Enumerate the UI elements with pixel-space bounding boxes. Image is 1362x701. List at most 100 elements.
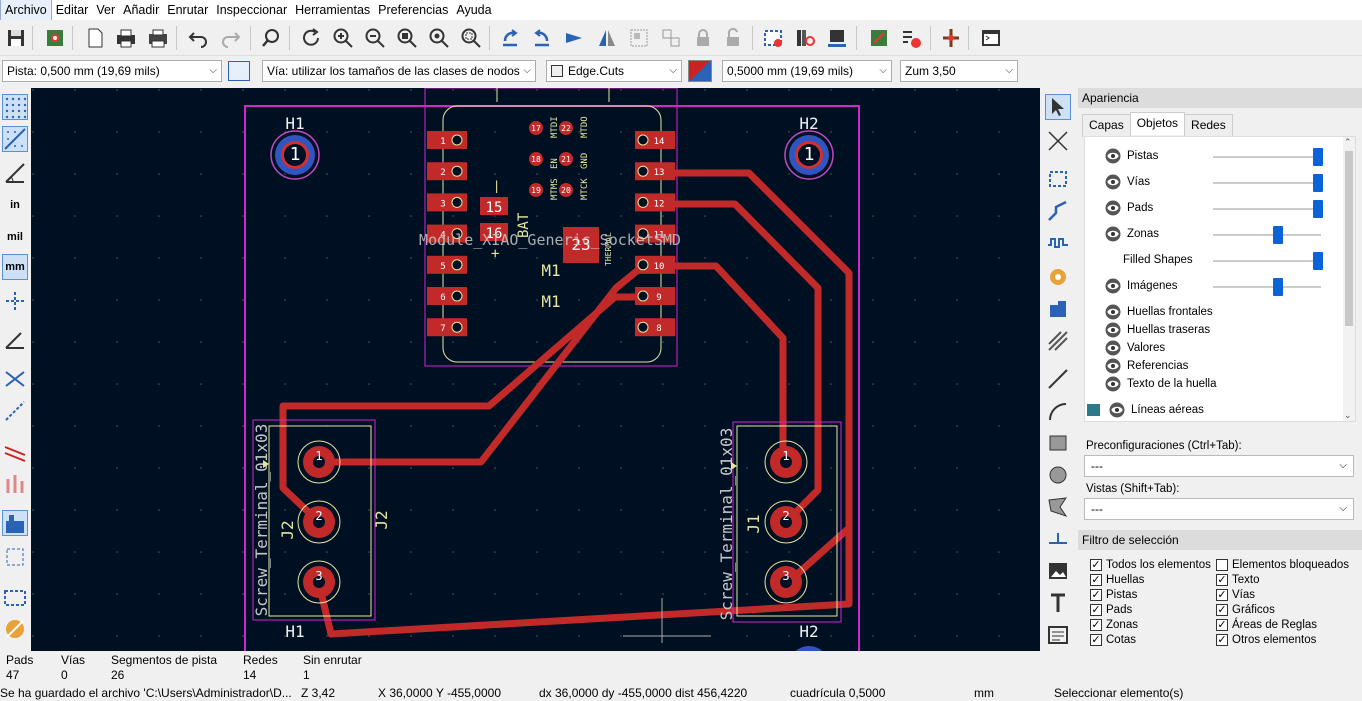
eye-icon[interactable]	[1105, 304, 1121, 320]
opacity-slider[interactable]	[1213, 252, 1323, 270]
route-track-icon[interactable]	[1045, 198, 1071, 224]
measure-tool-icon[interactable]	[2, 616, 28, 642]
add-image-icon[interactable]	[1045, 558, 1071, 584]
find-icon[interactable]	[258, 25, 284, 51]
filter-checkbox[interactable]: Elementos bloqueados	[1216, 557, 1349, 572]
terminal-pad[interactable]: 2	[297, 500, 341, 544]
zoom-selection-icon[interactable]	[458, 25, 484, 51]
auto-track-width-icon[interactable]	[228, 61, 250, 81]
local-ratsnest-icon[interactable]	[1045, 128, 1071, 154]
object-row[interactable]: Líneas aéreas	[1087, 401, 1204, 419]
rotate-ccw-icon[interactable]	[497, 25, 523, 51]
units-mil-icon[interactable]: mil	[7, 231, 23, 243]
object-row[interactable]: Texto de la huella	[1105, 375, 1217, 393]
high-contrast-icon[interactable]	[2, 510, 28, 536]
unlock-icon[interactable]	[720, 25, 746, 51]
lock-icon[interactable]	[690, 25, 716, 51]
menu-editar[interactable]: Editar	[55, 3, 89, 17]
add-text-icon[interactable]	[1045, 590, 1071, 616]
console-icon[interactable]	[978, 25, 1004, 51]
add-zone-icon[interactable]	[1045, 296, 1071, 322]
print-icon[interactable]	[113, 25, 139, 51]
mounting-hole-h2[interactable]	[784, 130, 834, 180]
pcb-tracks[interactable]	[279, 169, 853, 638]
ratsnest-icon[interactable]	[2, 366, 28, 392]
redo-icon[interactable]	[218, 25, 244, 51]
object-row[interactable]: Filled Shapes	[1123, 251, 1193, 269]
draw-line-icon[interactable]	[1045, 366, 1071, 392]
page-settings-icon[interactable]	[82, 25, 108, 51]
zoom-fit-icon[interactable]	[394, 25, 420, 51]
eye-icon[interactable]	[1105, 340, 1121, 356]
eye-icon[interactable]	[1105, 200, 1121, 216]
object-row[interactable]: Pads	[1105, 199, 1153, 217]
opacity-slider[interactable]	[1213, 226, 1321, 244]
units-inch-icon[interactable]: in	[10, 199, 20, 211]
add-textbox-icon[interactable]	[1045, 622, 1071, 648]
menu-preferencias[interactable]: Preferencias	[378, 3, 449, 17]
object-row[interactable]: Huellas traseras	[1105, 321, 1210, 339]
module-pad-right[interactable]: 13	[635, 162, 675, 181]
layers-manager-icon[interactable]	[2, 584, 28, 610]
filter-checkbox[interactable]: ✓Texto	[1216, 573, 1260, 586]
add-footprint-icon[interactable]	[1045, 166, 1071, 192]
module-pad-right[interactable]: 8	[635, 318, 675, 337]
module-pad-right[interactable]: 11	[635, 224, 675, 243]
object-row[interactable]: Pistas	[1105, 147, 1158, 165]
tune-length-icon[interactable]	[1045, 230, 1071, 256]
eye-icon[interactable]	[1105, 148, 1121, 164]
opacity-slider[interactable]	[1213, 174, 1323, 192]
filter-checkbox[interactable]: ✓Cotas	[1090, 633, 1137, 646]
board-setup-icon[interactable]	[42, 25, 68, 51]
flip-icon[interactable]	[561, 25, 587, 51]
mirror-icon[interactable]	[594, 25, 620, 51]
select-tool-icon[interactable]	[1045, 94, 1071, 120]
via-size-select[interactable]: Vía: utilizar los tamaños de las clases …	[262, 60, 536, 82]
draw-polygon-icon[interactable]	[1045, 494, 1071, 520]
layer-select[interactable]: Edge.Cuts⌵	[546, 60, 682, 82]
track-width-select[interactable]: Pista: 0,500 mm (19,69 mils)⌵	[2, 60, 222, 82]
filter-checkbox[interactable]: ✓Zonas	[1090, 618, 1138, 631]
pad-15[interactable]	[480, 197, 508, 215]
schematic-icon[interactable]	[866, 25, 892, 51]
module-pad-right[interactable]: 9	[635, 287, 675, 305]
eye-icon[interactable]	[1087, 402, 1103, 418]
eye-icon[interactable]	[1105, 226, 1121, 242]
object-row[interactable]: Vías	[1105, 173, 1150, 191]
object-row[interactable]: Referencias	[1105, 357, 1188, 375]
eye-icon[interactable]	[1105, 358, 1121, 374]
zoom-select[interactable]: Zum 3,50⌵	[900, 60, 1018, 82]
zoom-in-icon[interactable]	[330, 25, 356, 51]
angle-snap-icon[interactable]	[2, 326, 28, 352]
drc-icon[interactable]	[898, 25, 924, 51]
zoom-objects-icon[interactable]	[426, 25, 452, 51]
filter-checkbox[interactable]: ✓Áreas de Reglas	[1216, 618, 1318, 631]
plot-icon[interactable]	[145, 25, 171, 51]
filter-checkbox[interactable]: ✓Otros elementos	[1216, 633, 1317, 646]
module-pad-left[interactable]: 4	[427, 224, 467, 243]
terminal-pad[interactable]: 3	[297, 560, 341, 604]
pad-23-thermal[interactable]	[563, 227, 599, 263]
terminal-pad[interactable]: 2	[764, 500, 808, 544]
cursor-crosshair-icon[interactable]	[2, 288, 28, 314]
rule-area-icon[interactable]	[1045, 328, 1071, 354]
object-row[interactable]: Zonas	[1105, 225, 1159, 243]
filter-checkbox[interactable]: ✓Gráficos	[1216, 603, 1275, 616]
add-dimension-icon[interactable]	[1045, 526, 1071, 552]
zones-display-icon[interactable]	[2, 438, 28, 464]
curved-ratsnest-icon[interactable]	[2, 398, 28, 424]
views-select[interactable]: ---⌵	[1084, 498, 1354, 520]
presets-select[interactable]: ---⌵	[1084, 455, 1354, 477]
group-icon[interactable]	[626, 25, 652, 51]
module-pad-right[interactable]: 12	[635, 193, 675, 212]
filter-checkbox[interactable]: ✓Todos los elementos	[1090, 558, 1211, 571]
footprint-lib-icon[interactable]	[792, 25, 818, 51]
tab-capas[interactable]: Capas	[1082, 114, 1131, 137]
pads-display-icon[interactable]	[2, 470, 28, 496]
